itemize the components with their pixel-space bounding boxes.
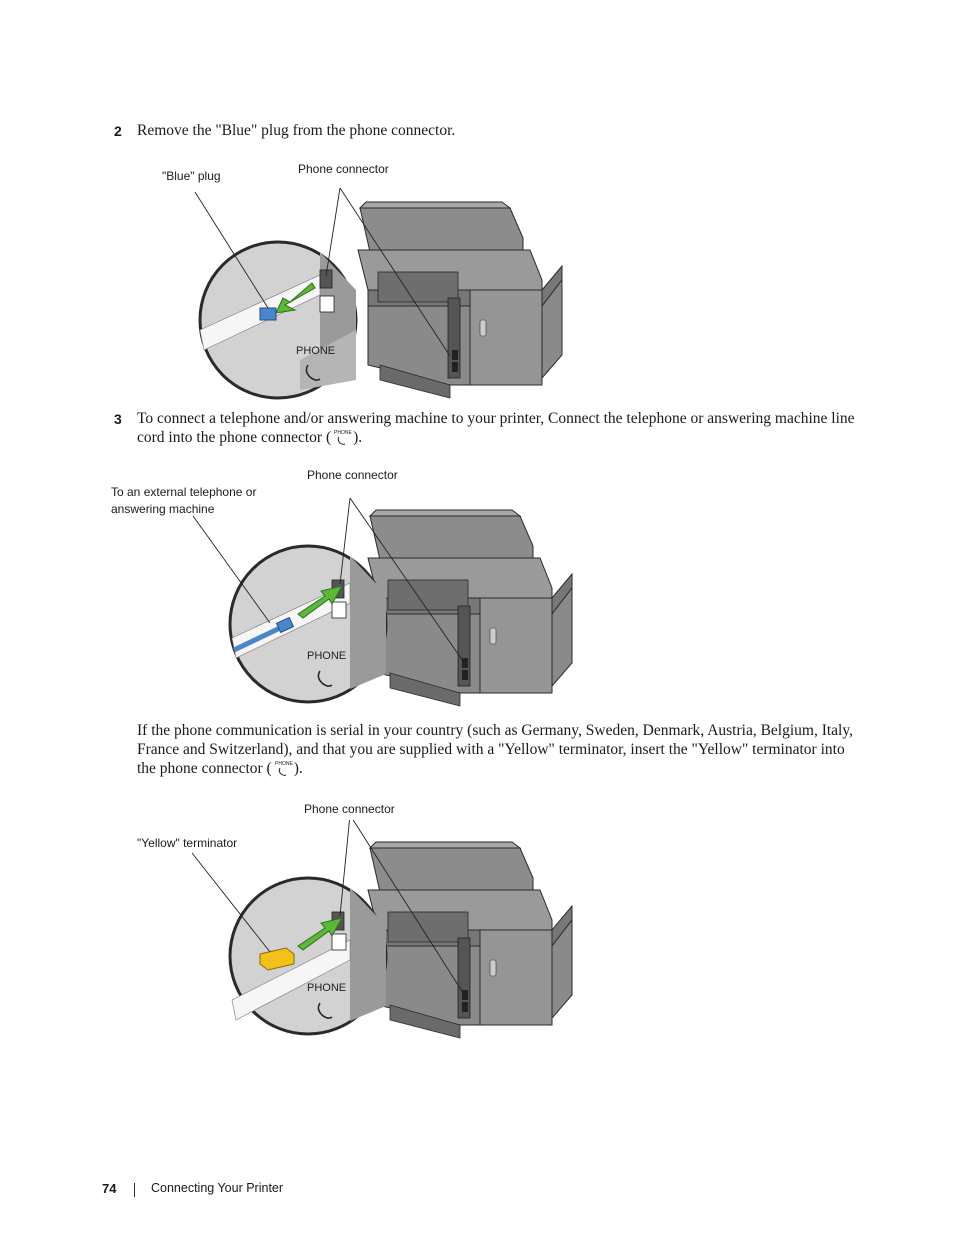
footer-section-title: Connecting Your Printer	[151, 1181, 284, 1195]
step-number: 3	[114, 411, 122, 427]
magnified-port-view: PHONE	[198, 240, 358, 400]
svg-text:PHONE: PHONE	[307, 982, 346, 994]
footer-divider	[134, 1183, 135, 1197]
callout-phone-connector: Phone connector	[304, 802, 395, 816]
printer-illustration	[357, 201, 563, 399]
svg-text:PHONE: PHONE	[334, 430, 352, 436]
step-number: 2	[114, 123, 122, 139]
magnified-port-view: PHONE	[228, 544, 388, 704]
callout-yellow-terminator: "Yellow" terminator	[137, 836, 238, 850]
step-text: Remove the "Blue" plug from the phone co…	[137, 122, 456, 139]
page-number: 74	[102, 1181, 117, 1196]
figure-remove-blue-plug: PHONE	[194, 187, 563, 400]
callout-phone-connector: Phone connector	[298, 162, 389, 176]
svg-text:PHONE: PHONE	[307, 650, 346, 662]
magnified-port-view: PHONE	[228, 876, 388, 1036]
svg-text:PHONE: PHONE	[275, 761, 293, 767]
phone-connector-icon: PHONE	[334, 430, 353, 445]
step-text: To connect a telephone and/or answering …	[137, 410, 855, 446]
figure-insert-yellow-terminator: PHONE	[191, 820, 573, 1039]
printer-illustration	[367, 509, 573, 707]
figure-connect-telephone: PHONE	[192, 497, 573, 707]
phone-connector-icon: PHONE	[275, 761, 293, 776]
callout-blue-plug: "Blue" plug	[162, 169, 221, 183]
callout-phone-connector: Phone connector	[307, 468, 398, 482]
printer-illustration	[367, 841, 573, 1039]
yellow-terminator-note: If the phone communication is serial in …	[137, 722, 853, 777]
svg-text:PHONE: PHONE	[296, 345, 335, 357]
